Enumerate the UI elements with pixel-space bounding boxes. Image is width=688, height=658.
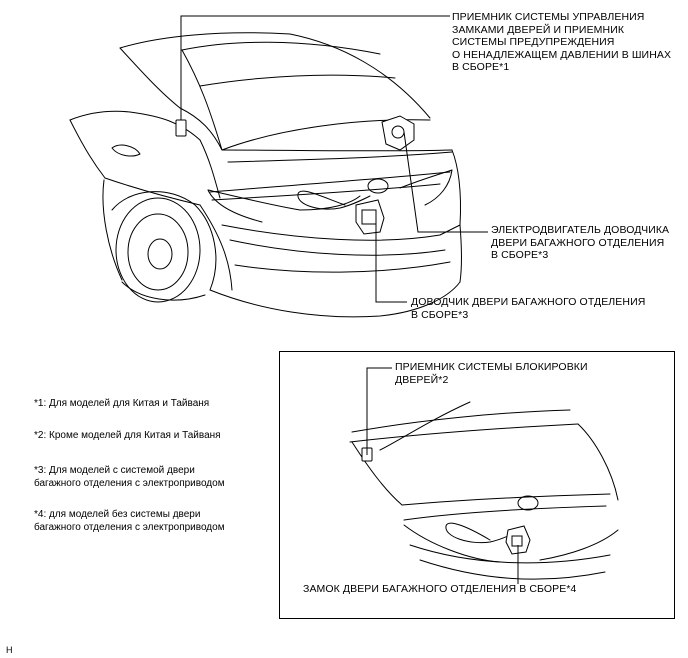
- figure-code: H: [6, 645, 13, 655]
- footnote-2: *2: Кроме моделей для Китая и Тайваня: [34, 430, 221, 441]
- label-lock-receiver: ПРИЕМНИК СИСТЕМЫ БЛОКИРОВКИ ДВЕРЕЙ*2: [395, 361, 588, 386]
- inset-frame: [279, 351, 675, 619]
- footnote-4: *4: для моделей без системы двери багажн…: [34, 509, 225, 533]
- footnote-1: *1: Для моделей для Китая и Тайваня: [34, 398, 210, 409]
- label-door-lock-control-receiver: ПРИЕМНИК СИСТЕМЫ УПРАВЛЕНИЯ ЗАМКАМИ ДВЕР…: [452, 11, 672, 74]
- label-trunk-lock: ЗАМОК ДВЕРИ БАГАЖНОГО ОТДЕЛЕНИЯ В СБОРЕ*…: [303, 583, 577, 595]
- label-closer-motor: ЭЛЕКТРОДВИГАТЕЛЬ ДОВОДЧИКА ДВЕРИ БАГАЖНО…: [491, 224, 670, 262]
- footnote-3: *3: Для моделей с системой двери багажно…: [34, 465, 225, 489]
- label-door-closer: ДОВОДЧИК ДВЕРИ БАГАЖНОГО ОТДЕЛЕНИЯ В СБО…: [411, 296, 646, 321]
